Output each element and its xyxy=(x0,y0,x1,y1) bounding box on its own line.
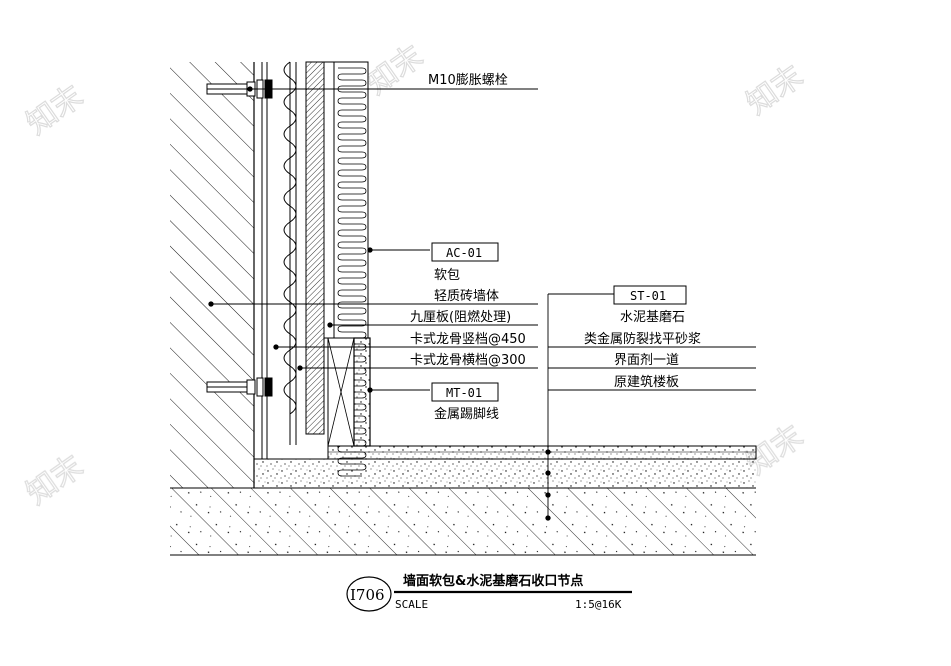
watermark-group: 知末 知末 知末 知末 知末 xyxy=(20,38,810,512)
watermark-2: 知末 xyxy=(360,39,429,102)
st-tag-box xyxy=(613,285,687,305)
leaders-right xyxy=(545,293,756,521)
tag-ac: AC-01 xyxy=(446,246,482,260)
label-light-brick: 轻质砖墙体 xyxy=(434,289,499,304)
expansion-bolt-bottom xyxy=(206,377,273,397)
drawing-number: I706 xyxy=(350,586,385,604)
tag-st: ST-01 xyxy=(630,289,666,303)
scale-value: 1:5@16K xyxy=(575,598,622,611)
watermark-4: 知末 xyxy=(20,449,89,512)
label-bolt: M10膨胀螺栓 xyxy=(428,73,508,88)
label-original-slab: 原建筑楼板 xyxy=(614,374,679,390)
mt-tag-box xyxy=(431,382,499,402)
keel-frame xyxy=(261,61,297,459)
tag-mt: MT-01 xyxy=(446,386,482,400)
skirting-assembly xyxy=(327,337,371,447)
ac-tag-box xyxy=(431,242,499,262)
label-soft-pack: 软包 xyxy=(434,268,460,283)
drawing-number-circle xyxy=(346,576,392,612)
structural-wall xyxy=(170,62,254,488)
light-brick-wall xyxy=(305,61,325,435)
leaders-left xyxy=(208,86,538,393)
watermark-1: 知末 xyxy=(20,79,89,142)
watermark-3: 知末 xyxy=(740,59,809,122)
nine-board xyxy=(323,61,335,339)
label-cement-terrazzo: 水泥基磨石 xyxy=(620,310,685,325)
scale-label: SCALE xyxy=(395,598,428,611)
label-interface-agent: 界面剂一道 xyxy=(614,353,679,368)
terrazzo-layer xyxy=(327,445,757,460)
label-metal-skirting: 金属踢脚线 xyxy=(434,406,499,422)
title-block: I706 墙面软包&水泥基磨石收口节点 SCALE 1:5@16K xyxy=(346,573,632,612)
original-slab xyxy=(170,488,756,555)
label-keel-vertical: 卡式龙骨竖档@450 xyxy=(410,332,526,347)
drawing-title: 墙面软包&水泥基磨石收口节点 xyxy=(403,573,583,589)
label-nine-board: 九厘板(阻燃处理) xyxy=(410,309,511,325)
label-crack-mortar: 类金属防裂找平砂浆 xyxy=(584,331,701,347)
metal-skirting xyxy=(353,337,371,447)
label-keel-horizontal: 卡式龙骨横档@300 xyxy=(410,353,526,368)
leveling-mortar xyxy=(254,459,756,488)
soft-pack-panel xyxy=(333,61,369,477)
